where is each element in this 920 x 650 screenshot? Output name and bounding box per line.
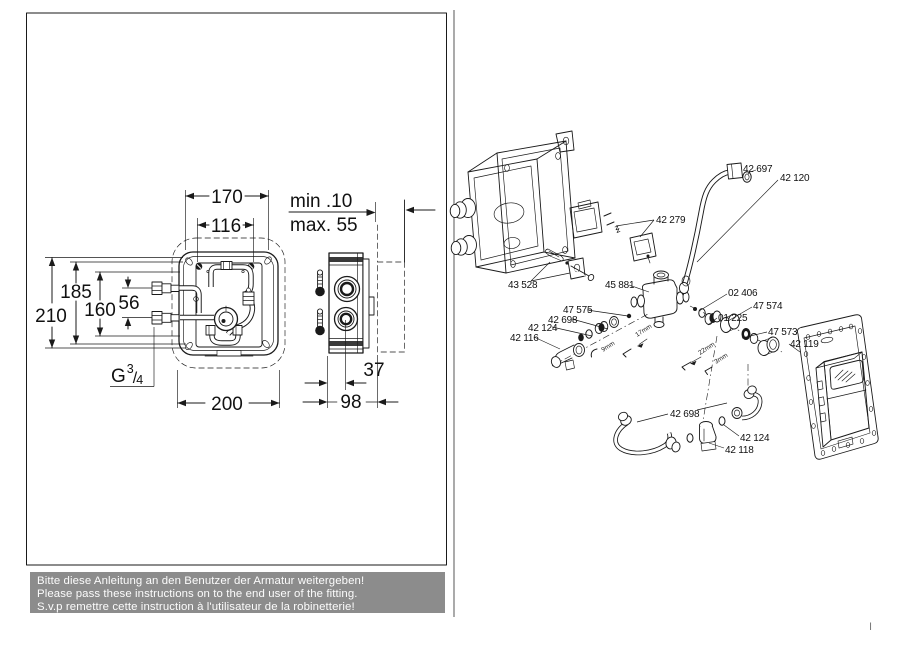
exploded-view: 17mm 9mm 22mm 3mm <box>449 130 879 460</box>
part-label-42118: 42 118 <box>725 445 754 456</box>
part-label-42697: 42 697 <box>743 164 773 175</box>
tool-size-3mm: 3mm <box>713 352 729 366</box>
part-label-42124-bottom: 42 124 <box>740 433 770 444</box>
part-label-43528: 43 528 <box>508 280 538 291</box>
part-label-42698-top: 42 698 <box>548 315 578 326</box>
o-ring-42697 <box>742 171 752 183</box>
dim-210: 210 <box>35 306 67 327</box>
part-label-47573: 47 573 <box>768 327 798 338</box>
dim-200: 200 <box>211 394 243 415</box>
dim-185: 185 <box>60 282 92 303</box>
front-view <box>151 237 286 369</box>
part-label-42124-top: 42 124 <box>528 323 558 334</box>
dimension-annotations: 170 116 min .10 max. 55 210 <box>35 187 436 415</box>
elbow-fitting-42118 <box>699 421 717 452</box>
part-label-02406: 02 406 <box>728 288 758 299</box>
dim-depth-min: min .10 <box>290 191 352 212</box>
banner-line-de: Bitte diese Anleitung an den Benutzer de… <box>37 575 365 587</box>
dim-56: 56 <box>118 293 139 314</box>
mixing-valve-body <box>630 270 690 328</box>
part-label-01225: 01 225 <box>718 313 748 324</box>
tool-size-22mm: 22mm <box>697 341 716 357</box>
dimension-drawing: 170 116 min .10 max. 55 210 <box>35 187 436 415</box>
left-fitting-chain <box>550 313 649 371</box>
part-number-labels: 42 697 42 120 42 279 43 528 45 881 02 40… <box>508 164 819 456</box>
supply-port-bottom <box>151 311 180 325</box>
thermometer-icon-bottom <box>315 308 325 336</box>
dim-160: 160 <box>84 300 116 321</box>
part-label-42279: 42 279 <box>656 215 686 226</box>
right-fitting-chain <box>689 305 783 422</box>
part-label-47575: 47 575 <box>563 305 593 316</box>
drawing-frame <box>26 10 455 617</box>
page-indicator: I <box>869 621 873 633</box>
thread-size-label: G3/4 <box>111 362 143 387</box>
tool-size-17mm: 17mm <box>634 323 653 339</box>
side-view <box>315 199 405 354</box>
part-label-45881: 45 881 <box>605 280 635 291</box>
wall-anchor-and-screw <box>545 248 595 282</box>
dim-depth-max: max. 55 <box>290 215 358 236</box>
part-label-42698-bottom: 42 698 <box>670 409 700 420</box>
dim-98: 98 <box>340 392 361 413</box>
dim-37: 37 <box>363 360 384 381</box>
tool-size-callouts: 17mm 9mm 22mm 3mm <box>590 323 729 375</box>
thermometer-icon-top <box>315 269 325 297</box>
solenoid-module <box>569 199 657 264</box>
user-notice-banner: Bitte diese Anleitung an den Benutzer de… <box>30 572 445 613</box>
rough-in-housing <box>449 130 586 280</box>
part-label-42116: 42 116 <box>510 333 539 344</box>
part-label-42120: 42 120 <box>780 173 810 184</box>
dim-170: 170 <box>211 187 243 208</box>
leader-lines <box>530 169 801 449</box>
banner-line-en: Please pass these instructions on to the… <box>37 587 358 600</box>
part-label-47574: 47 574 <box>753 301 783 312</box>
face-plate <box>796 314 879 460</box>
dim-116: 116 <box>211 216 241 237</box>
tool-size-9mm: 9mm <box>600 340 616 354</box>
part-label-42119: 42 119 <box>790 339 819 350</box>
supply-port-top <box>151 281 180 295</box>
banner-line-fr: S.v.p remettre cette instruction à l'uti… <box>37 600 355 613</box>
bent-pipe <box>678 162 752 295</box>
